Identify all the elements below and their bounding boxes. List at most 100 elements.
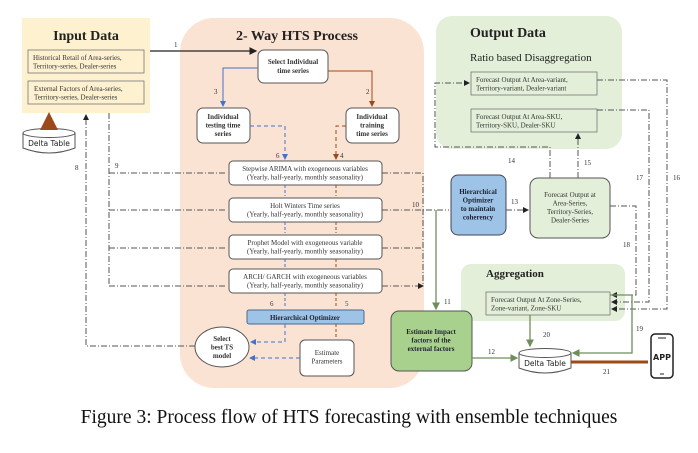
forecast-series-node — [529, 177, 611, 239]
edge-8 — [83, 114, 195, 347]
historical-retail-line1: Historical Retail of Area-series, — [33, 54, 122, 62]
edge-10 — [382, 172, 449, 286]
edge-label-10: 10 — [412, 201, 420, 209]
forecast-zone-box — [485, 291, 611, 316]
arch-line2: (Yearly, half-yearly, monthly seasonalit… — [247, 282, 364, 290]
hierarchical-optimizer-node — [246, 309, 365, 325]
edge-label-11: 11 — [444, 298, 451, 306]
edge-label-16: 16 — [673, 174, 681, 182]
edge-label-14: 14 — [508, 157, 516, 165]
edge-3 — [220, 67, 258, 107]
edge-labels: 1 2 3 4 5 6 6 8 9 10 11 12 13 14 15 16 1… — [75, 41, 681, 376]
training-series-line2: training — [360, 122, 385, 130]
edge-label-20: 20 — [543, 331, 551, 339]
process-flow-diagram: Input Data Historical Retail of Area-ser… — [22, 16, 681, 388]
arch-garch-node: ARCH/ GARCH with exogeneous variables(Ye… — [228, 268, 383, 294]
svg-text:External Factors of Area-serie: External Factors of Area-series,Territor… — [34, 85, 123, 102]
edge-9 — [108, 113, 227, 287]
svg-text:Stepwise ARIMA with exogeneous: Stepwise ARIMA with exogeneous variables… — [242, 165, 368, 182]
best-line3: model — [213, 352, 231, 360]
edge-label-13: 13 — [511, 198, 519, 206]
testing-series-line2: testing time — [206, 122, 241, 130]
edge-6a — [250, 125, 288, 160]
impact-line3: external factors — [408, 345, 455, 353]
arima-node: Stepwise ARIMA with exogeneous variables… — [228, 160, 383, 186]
edge-label-21: 21 — [603, 368, 611, 376]
select-best-model-node — [194, 326, 250, 368]
coh-line4: coherency — [463, 214, 494, 222]
prophet-line1: Prophet Model with exogeneous variable — [247, 239, 362, 247]
coh-line1: Hierarchical — [459, 188, 497, 196]
select-series-line1: Select Individual — [268, 58, 318, 66]
delta-table-input-label: Delta Table — [28, 139, 70, 148]
svg-text:Forecast Output At Zone-Series: Forecast Output At Zone-Series,Zone-vari… — [491, 296, 582, 313]
forecast-variant-box — [470, 71, 598, 96]
edge-label-15: 15 — [584, 159, 592, 167]
edge-label-19: 19 — [636, 325, 644, 333]
hierarchical-coherency-node — [450, 174, 507, 236]
fs-line2: Area-Series, — [553, 200, 588, 208]
prophet-line2: (Yearly, half-yearly, monthly seasonalit… — [247, 248, 364, 256]
arch-line1: ARCH/ GARCH with exogeneous variables — [243, 273, 367, 281]
estimate-line2: Parameters — [311, 358, 342, 366]
edge-4 — [333, 125, 346, 160]
aggregation-panel — [461, 264, 625, 321]
edge-label-5: 5 — [345, 300, 349, 308]
forecast-sku-line2: Territory-SKU, Dealer-SKU — [476, 122, 555, 130]
edge-label-3: 3 — [214, 88, 218, 96]
edge-label-18: 18 — [623, 241, 631, 249]
svg-text:Forecast Output At Area-varian: Forecast Output At Area-variant,Territor… — [476, 76, 568, 93]
edge-17 — [597, 109, 650, 305]
forecast-sku-line1: Forecast Output At Area-SKU, — [476, 113, 563, 121]
output-data-panel — [436, 16, 622, 149]
aggregation-title: Aggregation — [486, 268, 544, 280]
holt-winters-node: Holt Winters Time series(Yearly, half-ye… — [228, 197, 383, 223]
app-phone-icon: APP — [650, 333, 674, 379]
training-series-line1: Individual — [356, 113, 387, 121]
edge-2 — [328, 70, 375, 107]
edge-label-1: 1 — [174, 41, 178, 49]
edge-label-12: 12 — [488, 348, 496, 356]
output-data-title: Output Data — [470, 26, 546, 41]
edge-label-6a: 6 — [276, 152, 280, 160]
hts-process-title: 2- Way HTS Process — [236, 29, 359, 44]
historical-retail-line2: Territory-series, Dealer-series — [33, 63, 117, 71]
edge-14 — [434, 80, 551, 178]
best-line1: Select — [213, 335, 231, 343]
delta-table-input-cylinder: Delta Table — [22, 128, 76, 154]
svg-text:Forecast Output At Area-SKU,Te: Forecast Output At Area-SKU,Territory-SK… — [476, 113, 563, 130]
opt-to-best — [250, 324, 286, 345]
ratio-disaggregation-title: Ratio based Disaggregation — [470, 52, 592, 64]
delta-table-output-label: Delta Table — [524, 359, 566, 368]
forecast-variant-line1: Forecast Output At Area-variant, — [476, 76, 568, 84]
forecast-variant-line2: Territory-variant, Dealer-variant — [476, 85, 566, 93]
svg-text:ARCH/ GARCH with exogeneous va: ARCH/ GARCH with exogeneous variables(Ye… — [243, 273, 367, 290]
fs-line1: Forecast Output at — [544, 191, 596, 199]
edge-19 — [571, 294, 633, 357]
svg-text:Prophet Model with exogeneous: Prophet Model with exogeneous variable(Y… — [247, 239, 364, 256]
external-factors-line1: External Factors of Area-series, — [34, 85, 123, 93]
edge-label-6b: 6 — [270, 300, 274, 308]
svg-text:Holt Winters Time series(Yearl: Holt Winters Time series(Yearly, half-ye… — [247, 202, 364, 219]
holt-line1: Holt Winters Time series — [270, 202, 340, 210]
edge-label-4: 4 — [340, 152, 344, 160]
training-series-line3: time series — [356, 130, 388, 138]
select-series-node — [257, 49, 329, 84]
impact-line1: Estimate Impact — [406, 328, 456, 336]
select-series-line2: time series — [277, 67, 309, 75]
holt-line2: (Yearly, half-yearly, monthly seasonalit… — [247, 211, 364, 219]
prophet-node: Prophet Model with exogeneous variable(Y… — [228, 234, 383, 260]
edge-label-8: 8 — [75, 164, 79, 172]
external-factors-line2: Territory-series, Dealer-series — [34, 94, 118, 102]
coh-line2: Optimizer — [463, 197, 494, 205]
arima-line1: Stepwise ARIMA with exogeneous variables — [242, 165, 368, 173]
input-data-panel — [22, 18, 150, 113]
estimate-line1: Estimate — [315, 349, 340, 357]
